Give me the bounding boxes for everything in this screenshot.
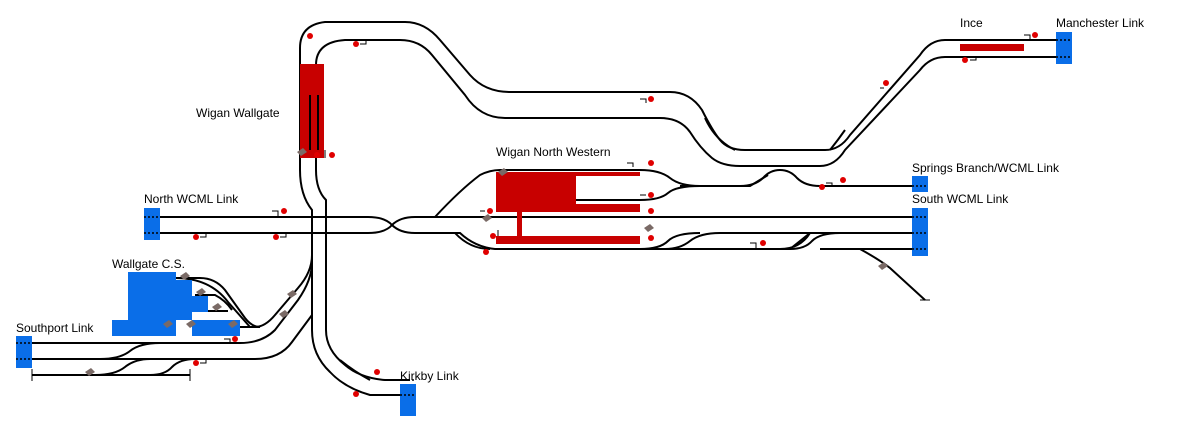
link-boundaries — [16, 32, 1072, 416]
signal — [232, 336, 238, 342]
point-marker — [196, 288, 206, 296]
track-lines — [32, 21, 1065, 396]
signal — [273, 234, 279, 240]
south-wcml-block — [912, 208, 928, 256]
label-southport-link: Southport Link — [16, 321, 94, 335]
point-marker — [85, 368, 95, 376]
label-ince: Ince — [960, 16, 983, 30]
point-marker — [186, 320, 196, 328]
track-southport-siding — [32, 342, 196, 376]
point-markers — [85, 148, 888, 376]
signal — [648, 96, 654, 102]
label-wigan-north-western: Wigan North Western — [496, 145, 611, 159]
label-kirkby-link: Kirkby Link — [400, 369, 460, 383]
signal — [314, 152, 320, 158]
labels: Ince Manchester Link Wigan Wallgate Wiga… — [16, 16, 1145, 383]
point-marker — [297, 148, 307, 156]
track-wcml-down — [158, 216, 920, 234]
point-marker — [180, 272, 190, 280]
signal — [648, 192, 654, 198]
signal — [374, 369, 380, 375]
nw-platform-stem — [517, 212, 522, 236]
point-marker — [279, 310, 289, 318]
track-south-east-spur — [859, 248, 926, 301]
buffer-stops — [31, 299, 930, 381]
signal — [1032, 32, 1038, 38]
track-north-loop-outer — [299, 21, 1065, 170]
track-southport-down — [32, 314, 313, 360]
manchester-link-block — [1056, 32, 1072, 64]
wallgate-platform — [300, 64, 324, 158]
track-southport-up — [32, 261, 313, 344]
cs-siding-4 — [128, 312, 192, 320]
track-cs-lead — [240, 254, 313, 328]
north-wcml-block — [144, 208, 160, 240]
signal — [490, 233, 496, 239]
signal-posts — [200, 34, 1031, 364]
nw-platform-main — [496, 172, 576, 212]
track-cs-fan — [174, 277, 261, 328]
signal — [329, 152, 335, 158]
point-marker — [644, 224, 654, 232]
track-wcml-slow — [454, 232, 811, 250]
signal — [648, 235, 654, 241]
signal — [487, 208, 493, 214]
label-springs-branch: Springs Branch/WCML Link — [912, 161, 1060, 175]
label-north-wcml-link: North WCML Link — [144, 192, 239, 206]
track-north-loop-inner — [315, 39, 1065, 170]
block-dashes — [16, 39, 1072, 396]
signal — [307, 33, 313, 39]
point-marker — [482, 214, 492, 222]
signal — [819, 184, 825, 190]
signals — [193, 32, 1038, 397]
signal — [193, 360, 199, 366]
point-marker — [212, 303, 222, 311]
point-marker — [163, 320, 173, 328]
southport-link-block — [16, 336, 32, 368]
signal — [883, 80, 889, 86]
point-marker — [287, 290, 297, 298]
track-wallgate-west — [299, 169, 410, 396]
label-wallgate-cs: Wallgate C.S. — [112, 257, 185, 271]
track-wallgate-east — [315, 169, 410, 381]
track-wcml-up — [158, 216, 920, 250]
signal — [648, 208, 654, 214]
cs-siding-5 — [112, 320, 176, 336]
cs-siding-2 — [128, 280, 192, 296]
cs-siding-1 — [128, 272, 176, 280]
kirkby-link-block — [400, 384, 416, 416]
label-manchester-link: Manchester Link — [1056, 16, 1145, 30]
springs-branch-block — [912, 176, 928, 192]
point-marker — [498, 168, 508, 176]
nw-platform-top — [576, 172, 640, 176]
track-nw-upper-2 — [680, 174, 769, 187]
signal — [840, 177, 846, 183]
nw-platform-lower — [496, 236, 640, 244]
nw-platform-mid — [576, 204, 640, 212]
track-wcml-fast-lower — [640, 232, 841, 250]
signal — [353, 41, 359, 47]
label-south-wcml-link: South WCML Link — [912, 192, 1009, 206]
label-wigan-wallgate: Wigan Wallgate — [196, 106, 280, 120]
ince-platform — [960, 44, 1024, 51]
station-platforms — [300, 44, 1024, 244]
track-kirkby-cross — [339, 359, 371, 381]
point-marker — [228, 320, 238, 328]
signal — [193, 234, 199, 240]
track-nw-bay — [575, 185, 701, 201]
signal — [962, 57, 968, 63]
signal — [281, 208, 287, 214]
signal — [760, 240, 766, 246]
point-marker — [878, 262, 888, 270]
track-north-loop-cross — [704, 117, 846, 151]
cs-siding-3 — [128, 296, 208, 312]
signal — [353, 391, 359, 397]
signal — [483, 249, 489, 255]
wallgate-inner-tracks — [309, 95, 319, 150]
signal — [648, 160, 654, 166]
